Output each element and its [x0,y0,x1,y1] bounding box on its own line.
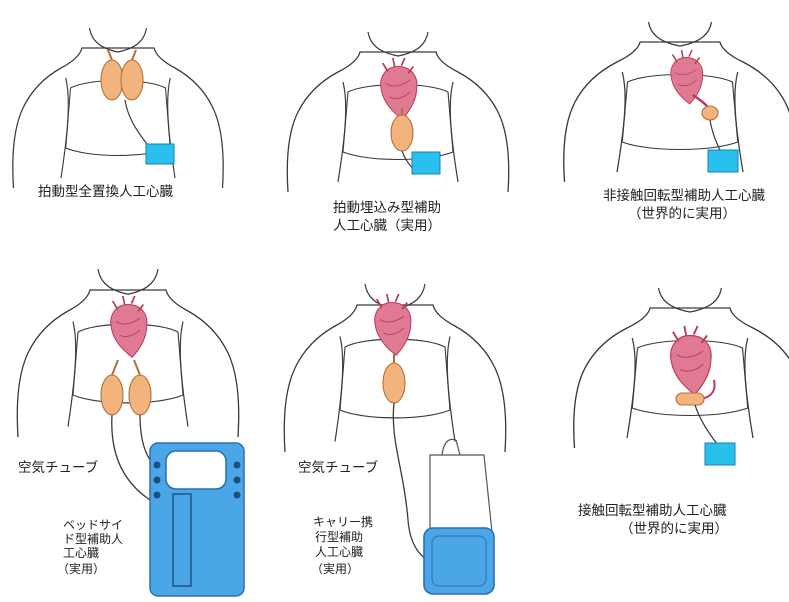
label-carry-line2: 行型補助 [315,530,363,544]
label-carry-line1: キャリー携 [313,515,373,529]
rotary-pump [676,393,704,405]
panel-contact-rotary-vad [574,288,789,465]
label-noncontact-rotary-line2: （世界的に実用） [628,205,736,223]
label-bedside-line1: ベッドサイ [63,518,123,532]
pump-left [101,375,123,415]
label-contact-rotary-line1: 接触回転型補助人工心臓 [578,502,727,520]
label-contact-rotary-line2: （世界的に実用） [620,520,728,538]
controller-box [146,144,174,164]
pump [391,115,413,151]
label-carry-line4: （実用） [311,562,359,576]
panel-bedside-vad [17,269,244,596]
pump-right [129,375,151,415]
rotary-pump [702,106,718,120]
panel-noncontact-rotary-vad [564,22,789,182]
panel-total-artificial-heart [13,28,223,188]
label-bedside-line4: （実用） [57,562,105,576]
controller-box [708,150,738,172]
label-noncontact-rotary-line1: 非接触回転型補助人工心臓 [603,187,765,205]
label-bedside-line3: 工心臓 [63,546,99,560]
controller-box [705,443,735,465]
panel-implantable-pulsatile-vad [287,32,508,192]
label-carry-line3: 人工心臓 [315,545,363,559]
label-air-tube: 空気チューブ [18,459,98,477]
label-implantable-vad-line2: 人工心臓（実用） [333,217,441,235]
label-air-tube: 空気チューブ [298,459,378,477]
pump-right [121,60,143,100]
label-total-artificial-heart: 拍動型全置換人工心臓 [38,183,173,201]
controller-box [412,152,440,174]
label-implantable-vad-line1: 拍動埋込み型補助 [333,199,441,217]
pump-left [101,60,123,100]
pump [383,363,405,403]
label-bedside-line2: ド型補助人 [63,532,123,546]
